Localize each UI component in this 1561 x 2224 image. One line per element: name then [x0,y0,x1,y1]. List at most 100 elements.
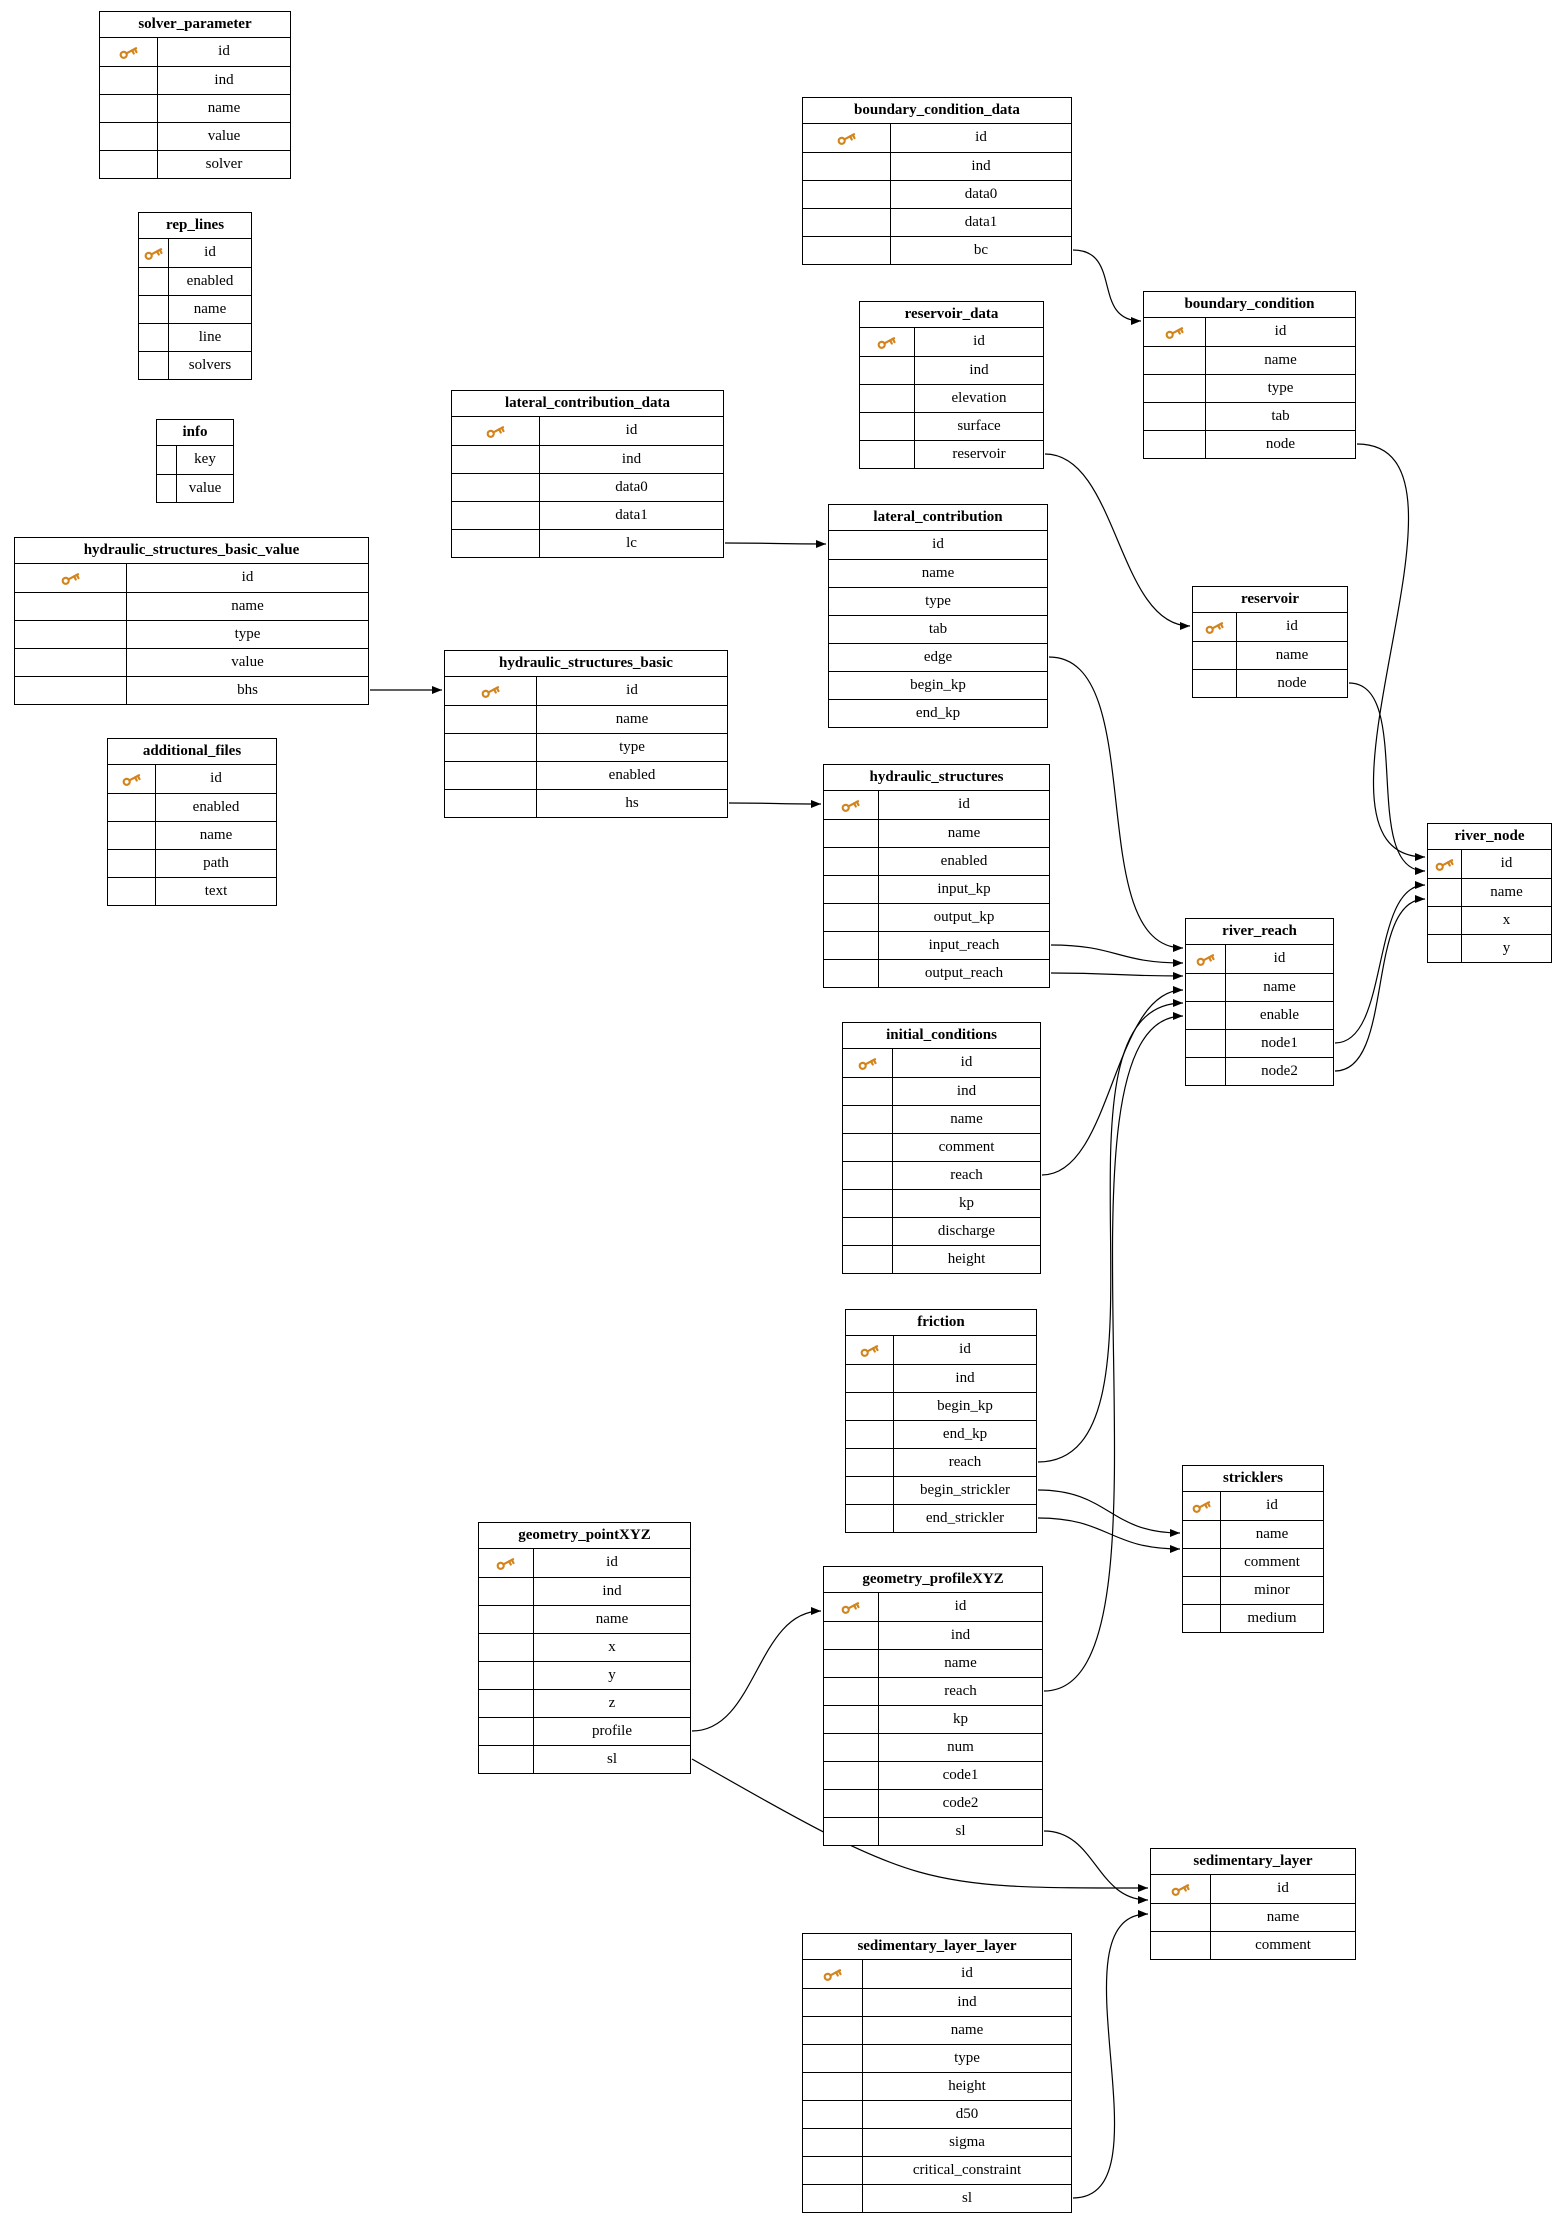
field-name: input_reach [928,937,1000,953]
field-row-lateral_contribution-begin_kp: begin_kp [829,671,1047,699]
field-row-geometry_profileXYZ-reach: reach [824,1677,1042,1705]
empty-key-cell [824,876,879,903]
primary-key-icon [860,1345,879,1357]
empty-key-cell [803,2073,863,2100]
field-name: discharge [937,1223,996,1239]
relation-initial_conditions.reach-to-river_reach [1041,986,1184,1176]
empty-key-cell [157,446,177,474]
field-name: ind [971,158,991,174]
field-name: begin_strickler [920,1482,1010,1498]
field-name: enabled [186,273,234,289]
empty-key-cell [824,932,879,959]
field-name: data0 [964,186,998,202]
empty-key-cell [108,850,156,877]
field-row-sedimentary_layer-id: id [1151,1875,1355,1903]
empty-key-cell [803,209,891,236]
empty-key-cell [479,1746,534,1773]
field-row-friction-begin_kp: begin_kp [846,1392,1036,1420]
field-row-hydraulic_structures_basic_value-id: id [15,564,368,592]
field-row-sedimentary_layer_layer-ind: ind [803,1988,1071,2016]
relation-friction.reach-to-river_reach [1037,999,1184,1463]
empty-key-cell [479,1718,534,1745]
empty-key-cell [860,357,915,384]
field-name: id [1286,618,1298,634]
table-title-stricklers: stricklers [1183,1466,1323,1492]
empty-key-cell [1144,403,1206,430]
empty-key-cell [139,352,169,379]
field-row-lateral_contribution-edge: edge [829,643,1047,671]
primary-key-icon [1171,1884,1190,1896]
empty-key-cell [1193,642,1237,669]
field-row-sedimentary_layer_layer-height: height [803,2072,1071,2100]
field-name: id [973,333,985,349]
field-row-river_node-y: y [1428,934,1551,962]
field-name: kp [953,1711,968,1727]
field-name: name [944,1655,977,1671]
field-name: id [626,682,638,698]
primary-key-icon [1435,859,1454,871]
field-name: type [925,593,951,609]
field-row-lateral_contribution-end_kp: end_kp [829,699,1047,727]
primary-key-icon [841,1602,860,1614]
field-row-initial_conditions-height: height [843,1245,1040,1273]
empty-key-cell [824,848,879,875]
field-name: end_kp [915,705,961,721]
field-row-info-key: key [157,446,233,474]
table-title-geometry_profileXYZ: geometry_profileXYZ [824,1567,1042,1593]
field-row-initial_conditions-discharge: discharge [843,1217,1040,1245]
field-row-river_node-name: name [1428,878,1551,906]
empty-key-cell [479,1606,534,1633]
field-name: id [960,1054,973,1070]
field-row-additional_files-path: path [108,849,276,877]
field-row-lateral_contribution_data-lc: lc [452,529,723,557]
field-row-initial_conditions-kp: kp [843,1189,1040,1217]
primary-key-cell [843,1049,893,1077]
field-name: id [1266,1497,1278,1513]
empty-key-cell [1428,907,1462,934]
field-row-hydraulic_structures_basic-type: type [445,733,727,761]
field-name: begin_kp [937,1398,993,1414]
empty-key-cell [860,385,915,412]
field-name: name [1264,352,1297,368]
field-name: ind [956,1083,977,1099]
field-row-river_reach-name: name [1186,973,1333,1001]
empty-key-cell [843,1246,893,1273]
empty-key-cell [843,1106,893,1133]
relation-sedimentary_layer_layer.sl-to-sedimentary_layer [1072,1910,1149,2199]
field-row-geometry_pointXYZ-x: x [479,1633,690,1661]
field-row-rep_lines-line: line [139,323,251,351]
relation-geometry_profileXYZ.sl-to-sedimentary_layer [1043,1830,1149,1904]
field-row-initial_conditions-id: id [843,1049,1040,1077]
field-row-river_reach-node1: node1 [1186,1029,1333,1057]
empty-key-cell [803,153,891,180]
field-name: node2 [1261,1063,1298,1079]
empty-key-cell [846,1365,894,1392]
field-name: node [1265,436,1296,452]
field-name: value [207,128,241,144]
field-row-rep_lines-id: id [139,239,251,267]
empty-key-cell [803,2017,863,2044]
field-row-sedimentary_layer_layer-id: id [803,1960,1071,1988]
primary-key-icon [1196,954,1215,966]
field-name: value [231,654,264,670]
field-row-river_reach-enable: enable [1186,1001,1333,1029]
table-title-geometry_pointXYZ: geometry_pointXYZ [479,1523,690,1549]
empty-key-cell [860,441,915,468]
empty-key-cell [1144,347,1206,374]
field-row-reservoir_data-surface: surface [860,412,1043,440]
field-name: name [595,1611,629,1627]
field-row-solver_parameter-id: id [100,38,290,66]
field-name: hs [625,795,639,811]
primary-key-icon [61,573,80,585]
empty-key-cell [15,649,127,676]
primary-key-icon [1165,327,1184,339]
field-row-solver_parameter-name: name [100,94,290,122]
empty-key-cell [15,677,127,704]
empty-key-cell [452,530,540,557]
